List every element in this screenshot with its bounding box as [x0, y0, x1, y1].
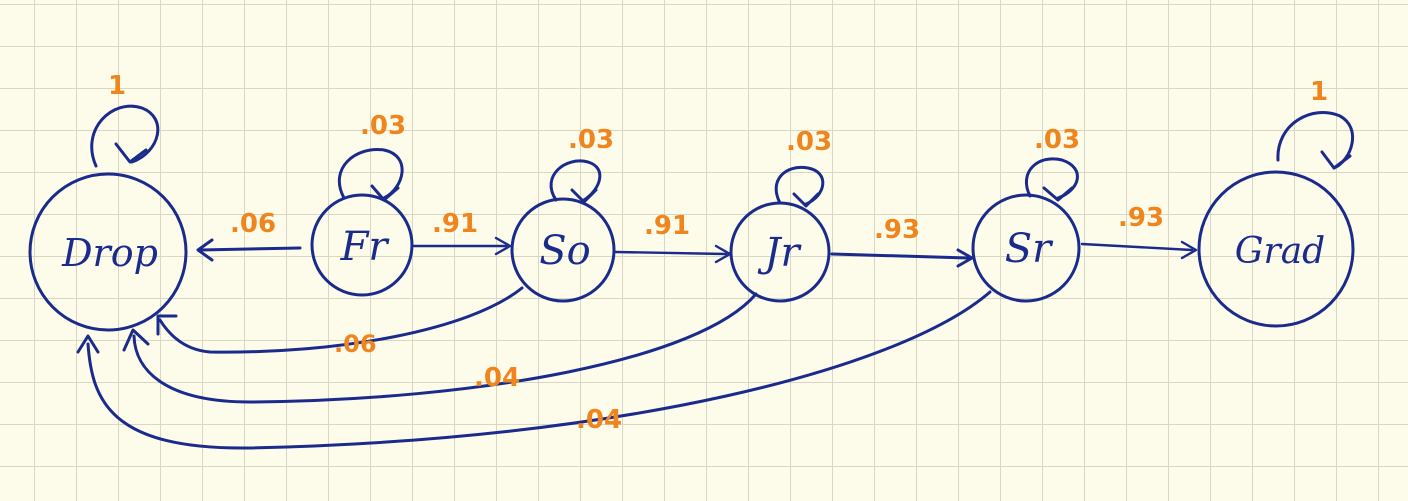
self-loop-fr: [337, 148, 404, 202]
prob-sr-to-drop: .04: [576, 405, 622, 435]
arrowhead-icon: [956, 248, 974, 268]
arrowhead-icon: [494, 236, 512, 256]
node-fr-circle: [310, 193, 414, 297]
edge-so-to-drop: [156, 286, 524, 354]
arrowhead-icon: [370, 184, 400, 202]
arrowhead-icon: [122, 328, 150, 352]
arrowhead-icon: [714, 244, 732, 264]
arrowhead-icon: [1180, 240, 1198, 260]
node-jr-label: Jr: [757, 230, 802, 276]
prob-fr-self: .03: [360, 111, 406, 141]
node-fr-label: Fr: [340, 224, 391, 270]
prob-sr-self: .03: [1034, 125, 1080, 155]
prob-fr-to-drop: .06: [230, 209, 276, 239]
arrowhead-icon: [114, 142, 148, 164]
arrowhead-icon: [570, 188, 598, 204]
edge-sr-to-grad: [1080, 240, 1198, 260]
prob-so-to-drop: .06: [334, 330, 377, 358]
node-grad-circle: [1197, 170, 1355, 328]
edge-sr-to-drop: [76, 290, 992, 450]
node-sr-label: Sr: [1005, 226, 1054, 272]
node-grad-label: Grad: [1235, 231, 1325, 272]
edge-jr-to-drop: [122, 292, 758, 404]
arrowhead-icon: [156, 314, 178, 336]
self-loop-grad: [1276, 111, 1354, 170]
prob-so-self: .03: [568, 125, 614, 155]
node-drop-label: Drop: [61, 231, 158, 275]
prob-drop-self: 1: [108, 71, 126, 101]
self-loop-sr: [1024, 157, 1079, 202]
self-loop-drop: [90, 104, 160, 168]
node-so-circle: [510, 197, 616, 303]
prob-so-to-jr: .91: [644, 211, 690, 241]
self-loop-jr: [774, 165, 825, 208]
node-sr-circle: [971, 193, 1081, 303]
prob-jr-self: .03: [786, 127, 832, 157]
prob-jr-to-drop: .04: [474, 363, 520, 393]
node-jr: Jr: [729, 201, 831, 303]
arrowhead-icon: [792, 192, 820, 208]
edge-fr-to-drop: [196, 238, 302, 262]
arrowhead-icon: [196, 238, 214, 262]
prob-jr-to-sr: .93: [874, 215, 920, 245]
prob-sr-to-grad: .93: [1118, 203, 1164, 233]
node-so-label: So: [539, 228, 590, 274]
edge-jr-to-sr: [830, 248, 974, 268]
node-so: So: [510, 197, 616, 303]
arrowhead-icon: [1042, 186, 1074, 202]
edge-so-to-jr: [614, 244, 732, 264]
prob-grad-self: 1: [1310, 77, 1328, 107]
self-loop-so: [549, 159, 602, 204]
edge-fr-to-so: [412, 236, 512, 256]
node-fr: Fr: [310, 193, 414, 297]
prob-fr-to-so: .91: [432, 209, 478, 239]
node-grad: Grad: [1197, 170, 1355, 328]
arrowhead-icon: [1320, 150, 1352, 170]
node-drop: Drop: [28, 172, 188, 332]
node-drop-circle: [28, 172, 188, 332]
node-sr: Sr: [971, 193, 1081, 303]
arrowhead-icon: [76, 334, 100, 354]
